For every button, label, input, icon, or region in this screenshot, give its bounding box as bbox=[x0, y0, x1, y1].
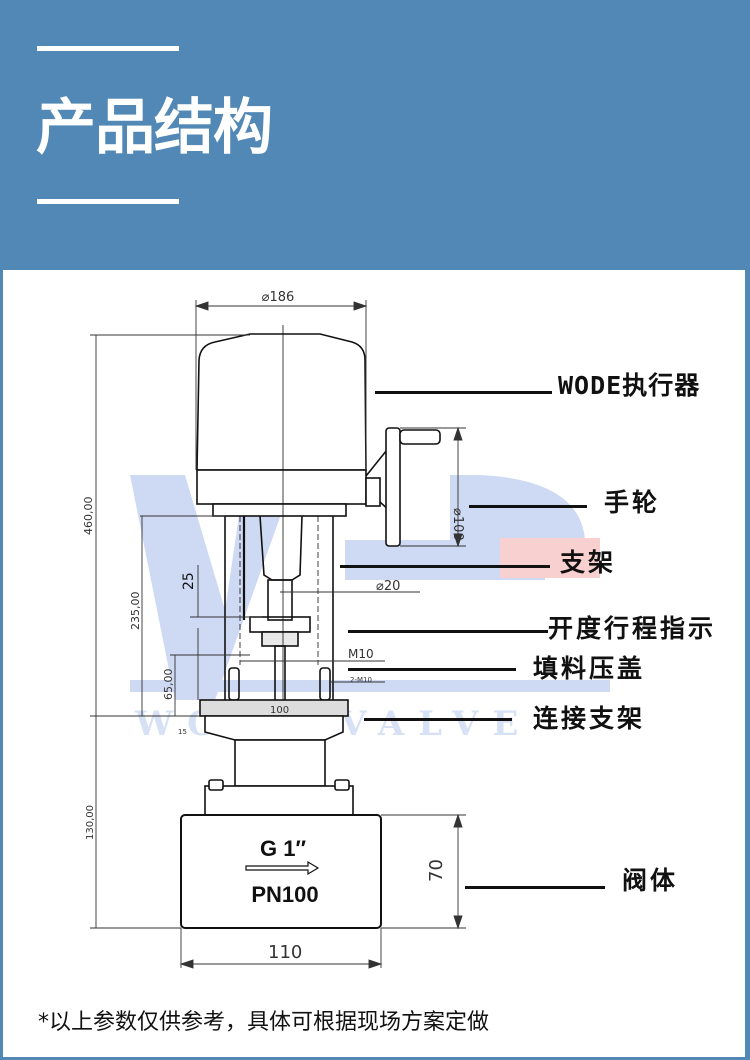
header-banner: 产品结构 bbox=[0, 0, 750, 270]
label-connecting-bracket: 连接支架 bbox=[533, 704, 646, 733]
packing-nut bbox=[261, 631, 299, 647]
valve-connection-size: G 1″ bbox=[260, 836, 306, 861]
watermark-accent bbox=[500, 538, 600, 578]
label-valve-body: 阀体 bbox=[622, 866, 679, 895]
watermark-bar bbox=[130, 680, 610, 692]
dim-bolts: 2-M10 bbox=[350, 676, 372, 684]
stem-bottom bbox=[274, 645, 286, 702]
body-flange bbox=[204, 785, 354, 817]
watermark-letter-w bbox=[130, 475, 295, 700]
dim-stem-diameter: ⌀20 bbox=[376, 579, 400, 594]
dim-bolt-spacing: 100 bbox=[270, 705, 289, 716]
stem-lower bbox=[267, 579, 293, 621]
leader-handwheel bbox=[469, 505, 587, 508]
label-actuator: WODE执行器 bbox=[558, 371, 701, 400]
connecting-yoke bbox=[234, 739, 326, 787]
label-bracket: 支架 bbox=[560, 548, 617, 577]
leader-packing-gland bbox=[348, 668, 516, 671]
actuator-base bbox=[196, 469, 367, 505]
dim-thread: M10 bbox=[348, 647, 374, 661]
label-handwheel: 手轮 bbox=[604, 488, 661, 517]
valve-body bbox=[180, 814, 382, 929]
drawing-lines bbox=[180, 325, 441, 929]
dim-handwheel-diameter: ⌀100 bbox=[450, 508, 465, 541]
dim-total-height: 460,00 bbox=[82, 497, 95, 536]
actuator-cover bbox=[196, 333, 367, 471]
actuator-neck bbox=[212, 503, 347, 517]
dim-bracket-height: 235,00 bbox=[129, 592, 142, 631]
header-divider-bottom bbox=[37, 199, 179, 204]
dimension-lines bbox=[90, 300, 466, 969]
label-stroke-indicator: 开度行程指示 bbox=[548, 614, 717, 643]
handwheel-handle bbox=[399, 429, 441, 445]
dim-stroke: 25 bbox=[181, 572, 197, 590]
dim-body-height-total: 130,00 bbox=[85, 805, 96, 840]
leader-stroke-indicator bbox=[348, 630, 548, 633]
header-divider-top bbox=[37, 46, 179, 51]
disclaimer-note: *以上参数仅供参考，具体可根据现场方案定做 bbox=[38, 1010, 490, 1035]
valve-pressure-rating: PN100 bbox=[251, 882, 318, 907]
bolt-left bbox=[208, 779, 224, 791]
handwheel-rim bbox=[385, 427, 401, 547]
leader-connecting-bracket bbox=[364, 718, 512, 721]
dim-flange-thickness: 15 bbox=[178, 728, 187, 736]
dim-lower-height: 65,00 bbox=[162, 669, 175, 701]
leader-valve-body bbox=[465, 886, 605, 889]
flow-arrow bbox=[245, 860, 320, 876]
page-title: 产品结构 bbox=[36, 93, 273, 163]
dim-body-width: 110 bbox=[268, 942, 302, 963]
leader-actuator bbox=[375, 391, 552, 394]
leader-bracket bbox=[340, 565, 550, 568]
connecting-flange-lower bbox=[204, 715, 344, 741]
handwheel-hub bbox=[365, 477, 381, 507]
watermark-letter-d bbox=[450, 475, 585, 545]
dim-actuator-diameter: ⌀186 bbox=[262, 290, 295, 305]
dimension-labels: ⌀186 ⌀20 M10 2-M10 100 15 110 460,00 235… bbox=[82, 290, 465, 963]
bolt-right bbox=[334, 779, 350, 791]
label-packing-gland: 填料压盖 bbox=[533, 654, 646, 683]
dim-body-height: 70 bbox=[426, 859, 447, 882]
